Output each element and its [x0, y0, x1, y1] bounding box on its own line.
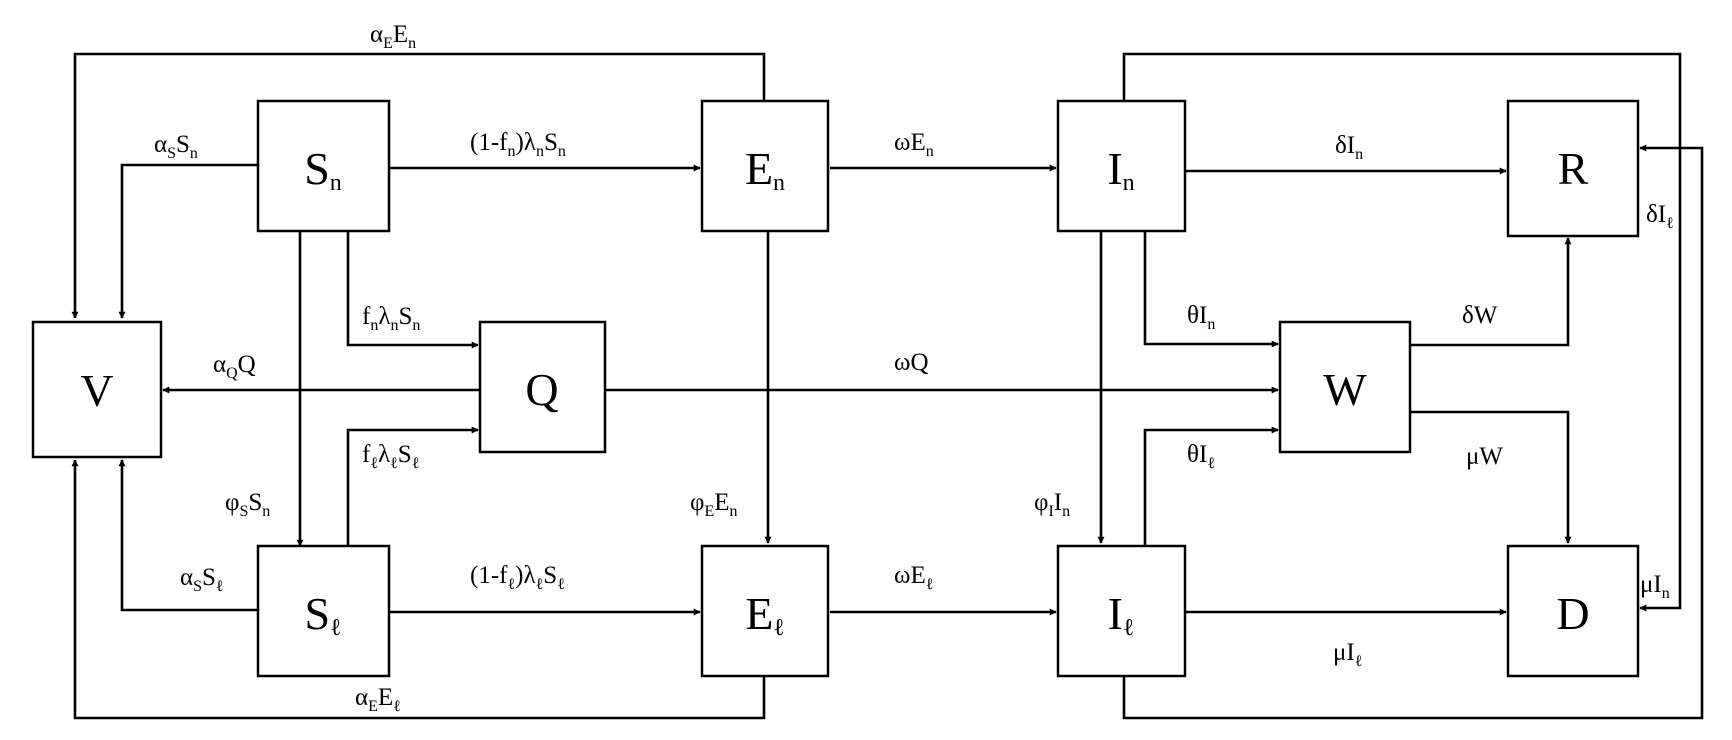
- label-omega-En: ωEn: [894, 129, 934, 160]
- label-alphaE-El-bottom: αEEℓ: [355, 684, 401, 715]
- node-Sn-box: [256, 99, 391, 233]
- node-Sl: Sℓ: [256, 544, 391, 678]
- edge-In-to-D-line: [1122, 52, 1682, 612]
- node-R: R: [1506, 99, 1640, 238]
- node-R-box: [1506, 99, 1640, 238]
- label-phiE-En: φEEn: [690, 489, 738, 520]
- label-omega-Q: ωQ: [894, 349, 929, 376]
- label-delta-Il: δIℓ: [1646, 201, 1674, 232]
- edge-Sl-to-Q-line: [346, 426, 479, 546]
- node-D-label: D: [1556, 588, 1589, 639]
- node-V-label: V: [80, 365, 113, 416]
- label-fn-lambda-Sn: fnλnSn: [362, 303, 420, 334]
- node-El-box: [700, 544, 830, 678]
- node-Il-label: Iℓ: [1108, 588, 1135, 641]
- label-theta-Il: θIℓ: [1187, 441, 1215, 472]
- node-V-box: [31, 320, 163, 459]
- node-Sl-box: [256, 544, 391, 678]
- node-Q-label: Q: [525, 364, 558, 415]
- edge-In-to-W-line: [1143, 231, 1279, 348]
- label-alphaS-Sl: αSSℓ: [180, 564, 224, 595]
- label-mu-W: μW: [1466, 443, 1503, 470]
- node-En-label: En: [745, 143, 785, 196]
- node-Q-box: [478, 320, 607, 454]
- edge-Il-to-R-line: [1122, 144, 1704, 720]
- compartment-boxes: Sn En In R V Q W Sℓ: [31, 99, 1640, 678]
- node-En-box: [700, 99, 830, 233]
- label-alphaS-Sn: αSSn: [154, 131, 198, 162]
- edge-Sn-to-Q-line: [346, 231, 479, 349]
- node-R-label: R: [1558, 143, 1589, 194]
- node-V: V: [31, 320, 163, 459]
- node-In-box: [1056, 99, 1187, 233]
- node-D: D: [1506, 544, 1640, 678]
- node-Il: Iℓ: [1056, 544, 1187, 678]
- label-delta-W: δW: [1462, 302, 1498, 329]
- edge-W-to-R-line: [1410, 237, 1572, 347]
- label-one-minus-fn: (1-fn)λnSn: [470, 129, 566, 160]
- node-El-label: Eℓ: [745, 588, 785, 641]
- edge-En-to-V-line: [71, 52, 766, 319]
- label-one-minus-fl: (1-fℓ)λℓSℓ: [470, 562, 565, 593]
- node-Sn: Sn: [256, 99, 391, 233]
- label-mu-Il: μIℓ: [1333, 639, 1363, 670]
- node-In: In: [1056, 99, 1187, 233]
- node-W-box: [1278, 320, 1412, 454]
- node-El: Eℓ: [700, 544, 830, 678]
- node-Q: Q: [478, 320, 607, 454]
- edge-El-to-V-line: [71, 459, 766, 720]
- label-phiS-Sn: φSSn: [225, 489, 270, 520]
- node-Sn-label: Sn: [304, 143, 342, 196]
- label-phiI-In: φIIn: [1034, 489, 1070, 520]
- label-omega-El: ωEℓ: [894, 562, 934, 593]
- node-D-box: [1506, 544, 1640, 678]
- node-Il-box: [1056, 544, 1187, 678]
- connector-lines: [71, 52, 1704, 720]
- label-mu-In: μIn: [1640, 571, 1670, 602]
- edge-Sl-to-V-line: [118, 459, 258, 612]
- label-delta-In: δIn: [1335, 132, 1363, 163]
- node-In-label: In: [1107, 143, 1134, 196]
- label-theta-In: θIn: [1187, 302, 1215, 333]
- edge-W-to-D-line: [1410, 410, 1572, 544]
- node-W-label: W: [1323, 364, 1367, 415]
- node-Sl-label: Sℓ: [304, 588, 341, 641]
- node-En: En: [700, 99, 830, 233]
- node-W: W: [1278, 320, 1412, 454]
- rate-labels: αEEn αSSn (1-fn)λnSn ωEn δIn δIℓ fnλnSn …: [154, 21, 1674, 715]
- label-alphaE-En-top: αEEn: [370, 21, 416, 52]
- edge-Sn-to-V-line: [118, 163, 258, 319]
- label-alphaQ-Q: αQQ: [213, 351, 256, 382]
- label-fl-lambda-Sl: fℓλℓSℓ: [362, 441, 420, 472]
- edge-Il-to-W-line: [1143, 426, 1279, 546]
